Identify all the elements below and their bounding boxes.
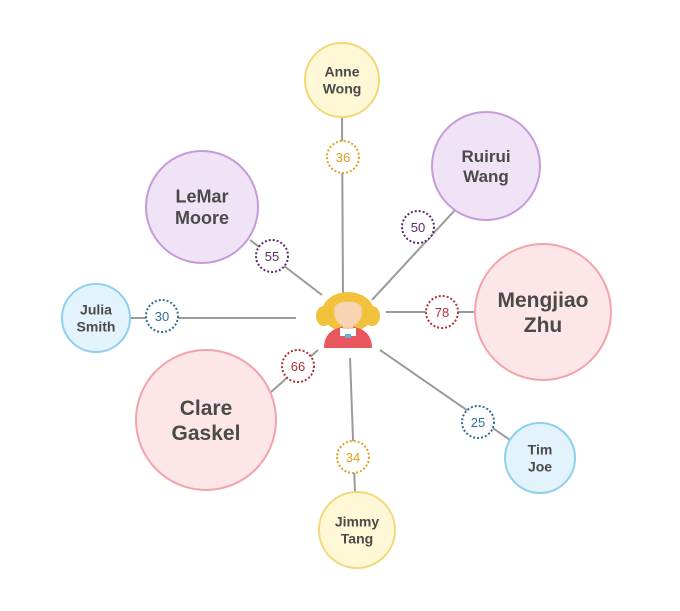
score-value: 55 — [265, 249, 279, 264]
score-badge-lemar: 55 — [255, 239, 289, 273]
score-badge-circle — [255, 239, 289, 273]
score-badge-circle — [336, 440, 370, 474]
score-value: 36 — [336, 150, 350, 165]
score-badge-julia: 30 — [145, 299, 179, 333]
score-badge-jimmy: 34 — [336, 440, 370, 474]
score-badge-mengjiao: 78 — [425, 295, 459, 329]
score-value: 30 — [155, 309, 169, 324]
score-badge-circle — [326, 140, 360, 174]
person-circle[interactable] — [431, 111, 541, 221]
person-circle[interactable] — [135, 349, 277, 491]
person-circle[interactable] — [474, 243, 612, 381]
person-name-line2: Wang — [463, 167, 509, 186]
score-badge-tim: 25 — [461, 405, 495, 439]
score-value: 25 — [471, 415, 485, 430]
score-badge-anne: 36 — [326, 140, 360, 174]
person-name-line1: Tim — [528, 442, 553, 458]
girl-avatar-icon — [316, 292, 380, 348]
person-circle[interactable] — [145, 150, 259, 264]
score-value: 34 — [346, 450, 360, 465]
connector-ruirui — [371, 209, 456, 301]
person-name-line1: Julia — [80, 302, 112, 318]
score-badge-clare: 66 — [281, 349, 315, 383]
person-circle[interactable] — [318, 491, 396, 569]
score-value: 66 — [291, 359, 305, 374]
score-badge-circle — [281, 349, 315, 383]
score-badge-circle — [145, 299, 179, 333]
person-name-line1: LeMar — [175, 187, 228, 207]
person-name-line1: Anne — [325, 64, 360, 80]
person-circle[interactable] — [304, 42, 380, 118]
score-badge-ruirui: 50 — [401, 210, 435, 244]
person-name-line2: Smith — [77, 318, 116, 334]
person-name-line2: Moore — [175, 208, 229, 228]
person-name-line1: Ruirui — [461, 147, 510, 166]
score-value: 50 — [411, 220, 425, 235]
person-circle[interactable] — [61, 283, 131, 353]
person-circle[interactable] — [504, 422, 576, 494]
person-name-line1: Clare — [180, 397, 233, 420]
person-name-line2: Tang — [341, 530, 373, 546]
person-name-line1: Mengjiao — [497, 289, 588, 312]
person-name-line1: Jimmy — [335, 514, 380, 530]
score-badge-circle — [401, 210, 435, 244]
person-name-line2: Joe — [528, 458, 552, 474]
person-name-line2: Gaskel — [172, 422, 241, 445]
score-badge-circle — [425, 295, 459, 329]
person-name-line2: Zhu — [524, 314, 562, 337]
score-badge-circle — [461, 405, 495, 439]
person-name-line2: Wong — [323, 80, 362, 96]
score-value: 78 — [435, 305, 449, 320]
